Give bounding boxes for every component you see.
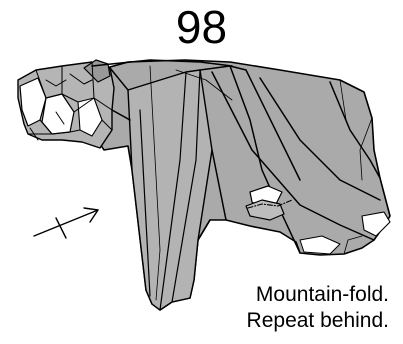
- instruction-line-1: Mountain-fold.: [247, 282, 389, 308]
- instruction-line-2: Repeat behind.: [247, 308, 389, 334]
- bear-front-leg: [128, 70, 212, 310]
- fold-instructions: Mountain-fold. Repeat behind.: [247, 282, 389, 334]
- mountain-fold-arrow: [34, 208, 98, 238]
